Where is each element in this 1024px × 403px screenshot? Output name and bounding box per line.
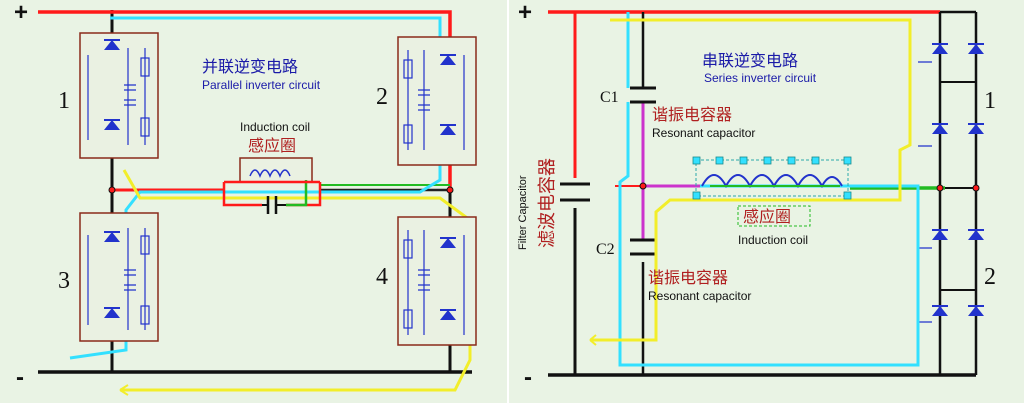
right-title-cn: 串联逆变电路 [702,51,798,70]
left-plus-label: + [14,0,28,26]
parallel-inverter-diagram: + - 并联逆变电路 Parallel inverter circuit Ind… [14,0,477,396]
filter-cap-cn: 滤波电容器 [537,158,558,248]
bridge-rails [938,12,978,375]
left-title-cn: 并联逆变电路 [202,57,298,76]
res-cap-bottom-cn: 谐振电容器 [648,268,728,287]
right-coil-cn: 感应圈 [743,207,791,226]
right-switch-label-1: 1 [984,88,996,114]
right-plus-label: + [518,0,532,26]
right-current-yellow [590,18,912,342]
left-switch-2 [397,36,477,166]
series-inverter-diagram: + - 串联逆变电路 Series inverter circuit C1 C2… [517,0,996,391]
right-coil-en: Induction coil [738,233,808,247]
left-minus-label: - [16,364,24,391]
left-switch-label-2: 2 [376,84,388,110]
right-minus-label: - [524,364,532,391]
left-switch-label-1: 1 [58,88,70,114]
res-cap-top-cn: 谐振电容器 [652,105,732,124]
coil-label-box [737,205,811,227]
right-induction-coil [692,156,852,200]
left-switch-1 [79,32,159,159]
left-switch-label-3: 3 [58,268,70,294]
right-yellow-arrow [589,334,597,346]
bridge-switch-1 [918,43,984,147]
res-cap-bottom-en: Resonant capacitor [648,289,751,303]
left-coil-cn: 感应圈 [248,136,296,155]
left-switch-4 [397,216,477,346]
junction-dots [108,182,980,194]
left-switch-label-4: 4 [376,264,388,290]
capacitor-c1 [630,86,656,104]
right-title-en: Series inverter circuit [704,71,817,85]
right-switch-label-2: 2 [984,264,996,290]
left-title-en: Parallel inverter circuit [202,78,321,92]
bridge-links [940,81,976,291]
res-cap-top-en: Resonant capacitor [652,126,755,140]
right-current-cyan [618,12,920,367]
left-induction-coil [222,157,322,214]
left-coil-en: Induction coil [240,120,310,134]
bridge-switch-2 [918,229,984,323]
left-switch-3 [79,212,159,342]
filter-capacitor-plates [560,182,590,202]
capacitor-c2 [630,238,656,256]
c2-label: C2 [596,241,615,258]
c1-label: C1 [600,89,619,106]
left-yellow-arrow [119,384,129,396]
filter-cap-en: Filter Capacitor [517,175,529,250]
